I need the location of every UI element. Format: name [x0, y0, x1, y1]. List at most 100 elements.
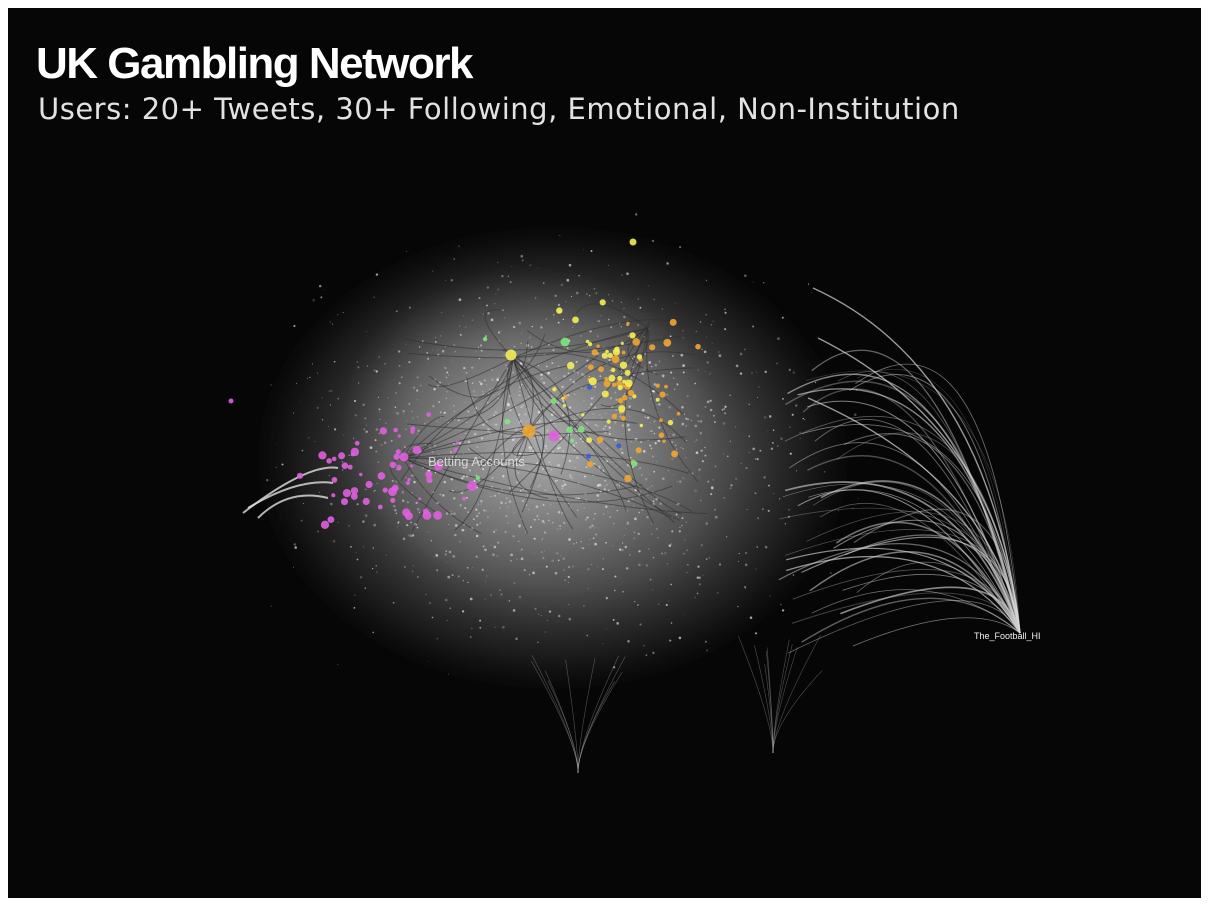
dust-dot — [411, 536, 413, 538]
dust-dot — [650, 447, 653, 450]
dust-dot — [424, 422, 426, 425]
dust-dot — [519, 390, 521, 393]
dust-dot — [619, 548, 622, 551]
dust-dot — [641, 372, 645, 375]
dust-dot — [588, 543, 590, 545]
graph-node — [505, 349, 517, 361]
graph-node — [587, 364, 594, 371]
graph-node — [577, 426, 585, 433]
dust-dot — [619, 548, 622, 551]
dust-dot — [666, 262, 669, 265]
graph-node — [629, 238, 637, 246]
dust-dot — [686, 571, 688, 574]
dust-dot — [546, 429, 549, 432]
graph-node — [453, 448, 458, 453]
inner-edge — [403, 327, 649, 351]
dust-dot — [710, 323, 713, 326]
dust-dot — [544, 607, 546, 609]
dust-dot — [496, 378, 499, 381]
dust-dot — [390, 439, 393, 442]
dust-dot — [489, 354, 491, 356]
dust-dot — [537, 641, 539, 644]
dust-dot — [545, 318, 548, 320]
dust-dot — [701, 348, 703, 351]
dust-dot — [464, 506, 467, 510]
dust-dot — [475, 514, 479, 518]
dust-dot — [365, 424, 367, 426]
dust-dot — [486, 355, 488, 357]
dust-dot — [787, 508, 791, 512]
dust-dot — [507, 275, 509, 277]
dust-dot — [503, 428, 505, 430]
dust-dot — [770, 447, 774, 451]
dust-dot — [649, 578, 652, 581]
dust-dot — [697, 420, 700, 423]
dust-dot — [619, 415, 622, 418]
dust-dot — [359, 575, 363, 579]
dust-dot — [445, 512, 449, 515]
graph-node — [405, 480, 410, 486]
dust-dot — [512, 535, 515, 538]
dust-dot — [548, 519, 550, 522]
dust-dot — [293, 324, 296, 328]
dust-dot — [744, 551, 748, 555]
dust-dot — [465, 371, 468, 374]
graph-node — [662, 439, 666, 443]
dust-dot — [543, 381, 546, 384]
graph-node — [482, 336, 488, 342]
dust-dot — [700, 499, 702, 502]
dust-dot — [275, 444, 277, 445]
dust-dot — [522, 500, 524, 502]
dust-dot — [452, 555, 456, 558]
dust-dot — [724, 311, 727, 314]
dust-dot — [566, 278, 570, 282]
dust-dot — [714, 465, 717, 468]
dust-dot — [528, 573, 531, 576]
dust-dot — [337, 664, 339, 665]
dust-dot — [523, 569, 526, 572]
dust-dot — [396, 464, 397, 466]
dust-dot — [433, 556, 435, 558]
dust-dot — [328, 425, 330, 427]
dust-dot — [449, 607, 451, 609]
spike-edge — [766, 650, 774, 754]
graph-node — [426, 476, 433, 483]
dust-dot — [550, 419, 552, 421]
dust-dot — [461, 610, 465, 613]
dust-dot — [270, 605, 272, 607]
dust-dot — [409, 425, 411, 427]
fan-edge — [782, 483, 1021, 634]
dust-dot — [857, 498, 859, 500]
dust-dot — [317, 372, 319, 374]
graph-node — [618, 405, 626, 413]
dust-dot — [438, 401, 441, 403]
dust-dot — [411, 491, 414, 494]
fan-edge — [807, 400, 1021, 634]
dust-dot — [444, 598, 448, 602]
dust-dot — [590, 249, 593, 253]
dust-dot — [540, 373, 543, 377]
spike-edge — [577, 656, 626, 774]
dust-dot — [466, 566, 469, 569]
dust-dot — [722, 453, 724, 455]
dust-dot — [738, 560, 740, 563]
dust-dot — [621, 424, 624, 427]
dust-dot — [530, 526, 532, 529]
fan-edge — [857, 369, 1021, 634]
dust-dot — [603, 488, 606, 491]
inner-edge — [402, 419, 638, 459]
dust-dot — [520, 557, 524, 561]
dust-dot — [540, 615, 542, 617]
dust-dot — [681, 517, 684, 520]
dust-dot — [788, 368, 791, 372]
dust-dot — [323, 289, 325, 291]
dust-dot — [411, 534, 415, 537]
dust-dot — [608, 358, 611, 362]
fan-edge — [778, 543, 1021, 634]
dust-dot — [746, 509, 748, 511]
dust-dot — [754, 492, 757, 495]
dust-dot — [396, 310, 399, 312]
dust-dot — [854, 413, 857, 416]
dust-dot — [598, 483, 602, 487]
dust-dot — [568, 263, 572, 267]
